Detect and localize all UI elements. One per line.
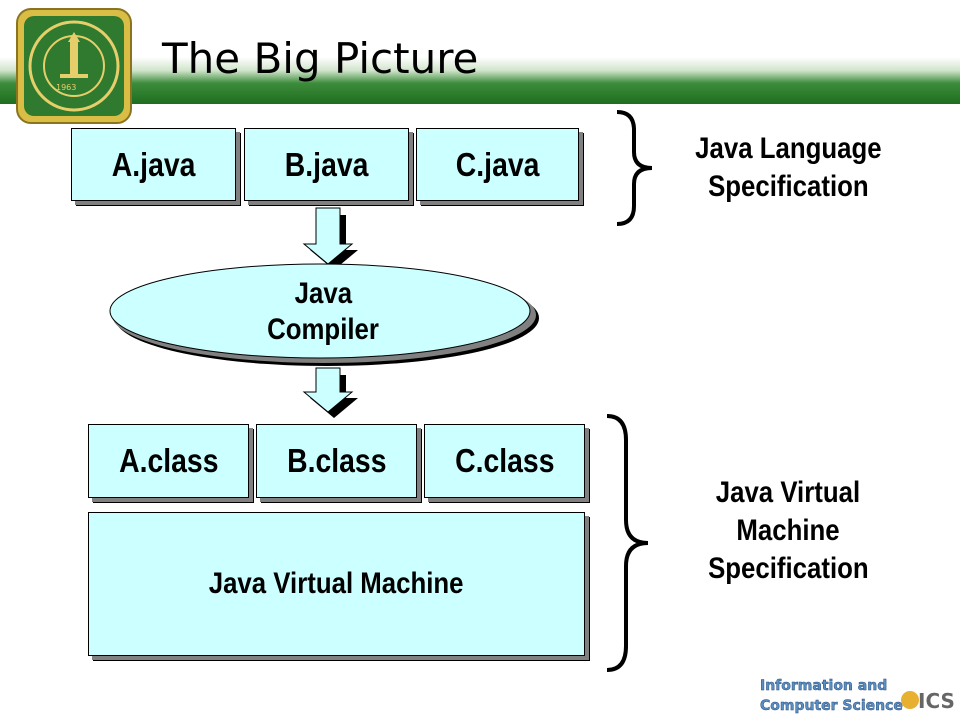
jvm-box: Java Virtual Machine [88,512,585,656]
source-file-label: B.java [284,145,369,183]
language-spec-line1: Java Language [694,132,882,165]
source-file-box: A.java [71,128,236,201]
svg-text:Computer Science: Computer Science [760,698,903,714]
class-file-label: A.class [118,442,219,479]
svg-text:ICS: ICS [918,689,954,713]
arrow-to-class-files [302,367,358,418]
vm-spec-line1: Java Virtual [715,476,861,509]
compiler-label-line2: Compiler [267,313,379,346]
compiler-ellipse [109,263,539,366]
language-spec-label: Java Language Specification [662,130,914,206]
vm-spec-line2: Machine [736,514,840,547]
source-file-box: B.java [244,128,409,201]
vm-spec-brace [606,414,649,672]
language-spec-brace [616,110,653,226]
arrow-to-compiler [302,207,358,270]
university-seal-logo: 1963 [16,8,132,124]
jvm-label: Java Virtual Machine [209,567,464,600]
source-file-box: C.java [416,128,579,201]
class-file-label: B.class [286,442,387,479]
source-file-label: A.java [111,145,196,183]
slide-title: The Big Picture [162,34,479,83]
class-file-label: C.class [454,442,555,479]
class-file-box: C.class [424,424,585,498]
language-spec-line2: Specification [707,170,869,203]
compiler-label: Java Compiler [223,276,423,348]
vm-spec-label: Java Virtual Machine Specification [662,474,914,588]
source-file-label: C.java [455,145,540,183]
svg-text:1963: 1963 [56,83,76,92]
header-bar [0,0,960,104]
class-file-box: B.class [256,424,417,498]
svg-text:Information and: Information and [760,678,887,694]
vm-spec-line3: Specification [707,552,869,585]
class-file-box: A.class [88,424,249,498]
compiler-label-line1: Java [294,277,352,310]
ics-department-logo: Information and Computer Science ICS [758,672,954,716]
